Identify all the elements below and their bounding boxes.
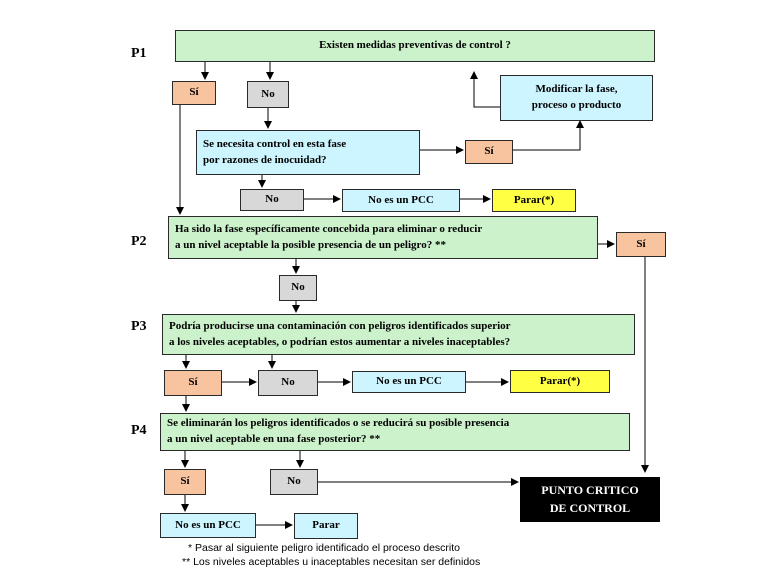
- arrow-si-modificar: [513, 120, 584, 151]
- step-label-p3: P3: [131, 319, 147, 334]
- stop-box-3: Parar(*): [510, 370, 610, 393]
- control-question-box: Se necesita control en esta fase por raz…: [196, 130, 420, 175]
- question-p3: Podría producirse una contaminación con …: [162, 314, 635, 355]
- no-box-p4: No: [270, 469, 318, 495]
- not-ccp-box-3: No es un PCC: [352, 371, 466, 393]
- yes-box-p4: Sí: [164, 469, 206, 495]
- yes-box-p2: Sí: [616, 232, 666, 257]
- question-p2: Ha sido la fase específicamente concebid…: [168, 216, 598, 259]
- no-box-p1: No: [247, 81, 289, 108]
- step-label-p2: P2: [131, 234, 147, 249]
- no-box-control: No: [240, 189, 304, 211]
- stop-box-4: Parar: [294, 513, 358, 539]
- step-label-p1: P1: [131, 46, 147, 61]
- not-ccp-box-1: No es un PCC: [342, 189, 460, 212]
- footnote-2: ** Los niveles aceptables u inaceptables…: [182, 556, 481, 568]
- yes-box-control: Sí: [465, 140, 513, 164]
- critical-control-point-box: PUNTO CRITICO DE CONTROL: [520, 477, 660, 522]
- no-box-p2: No: [279, 275, 317, 301]
- stop-box-1: Parar(*): [492, 189, 576, 212]
- modify-step-box: Modificar la fase, proceso o producto: [500, 75, 653, 121]
- not-ccp-box-4: No es un PCC: [160, 513, 256, 538]
- question-p1: Existen medidas preventivas de control ?: [175, 30, 655, 62]
- arrow-modificar-q1: [470, 71, 500, 108]
- footnote-1: * Pasar al siguiente peligro identificad…: [188, 542, 460, 554]
- step-label-p4: P4: [131, 423, 147, 438]
- yes-box-p3: Sí: [164, 370, 222, 396]
- no-box-p3: No: [258, 370, 318, 396]
- question-p4: Se eliminarán los peligros identificados…: [160, 413, 630, 451]
- yes-box-p1: Sí: [172, 81, 216, 105]
